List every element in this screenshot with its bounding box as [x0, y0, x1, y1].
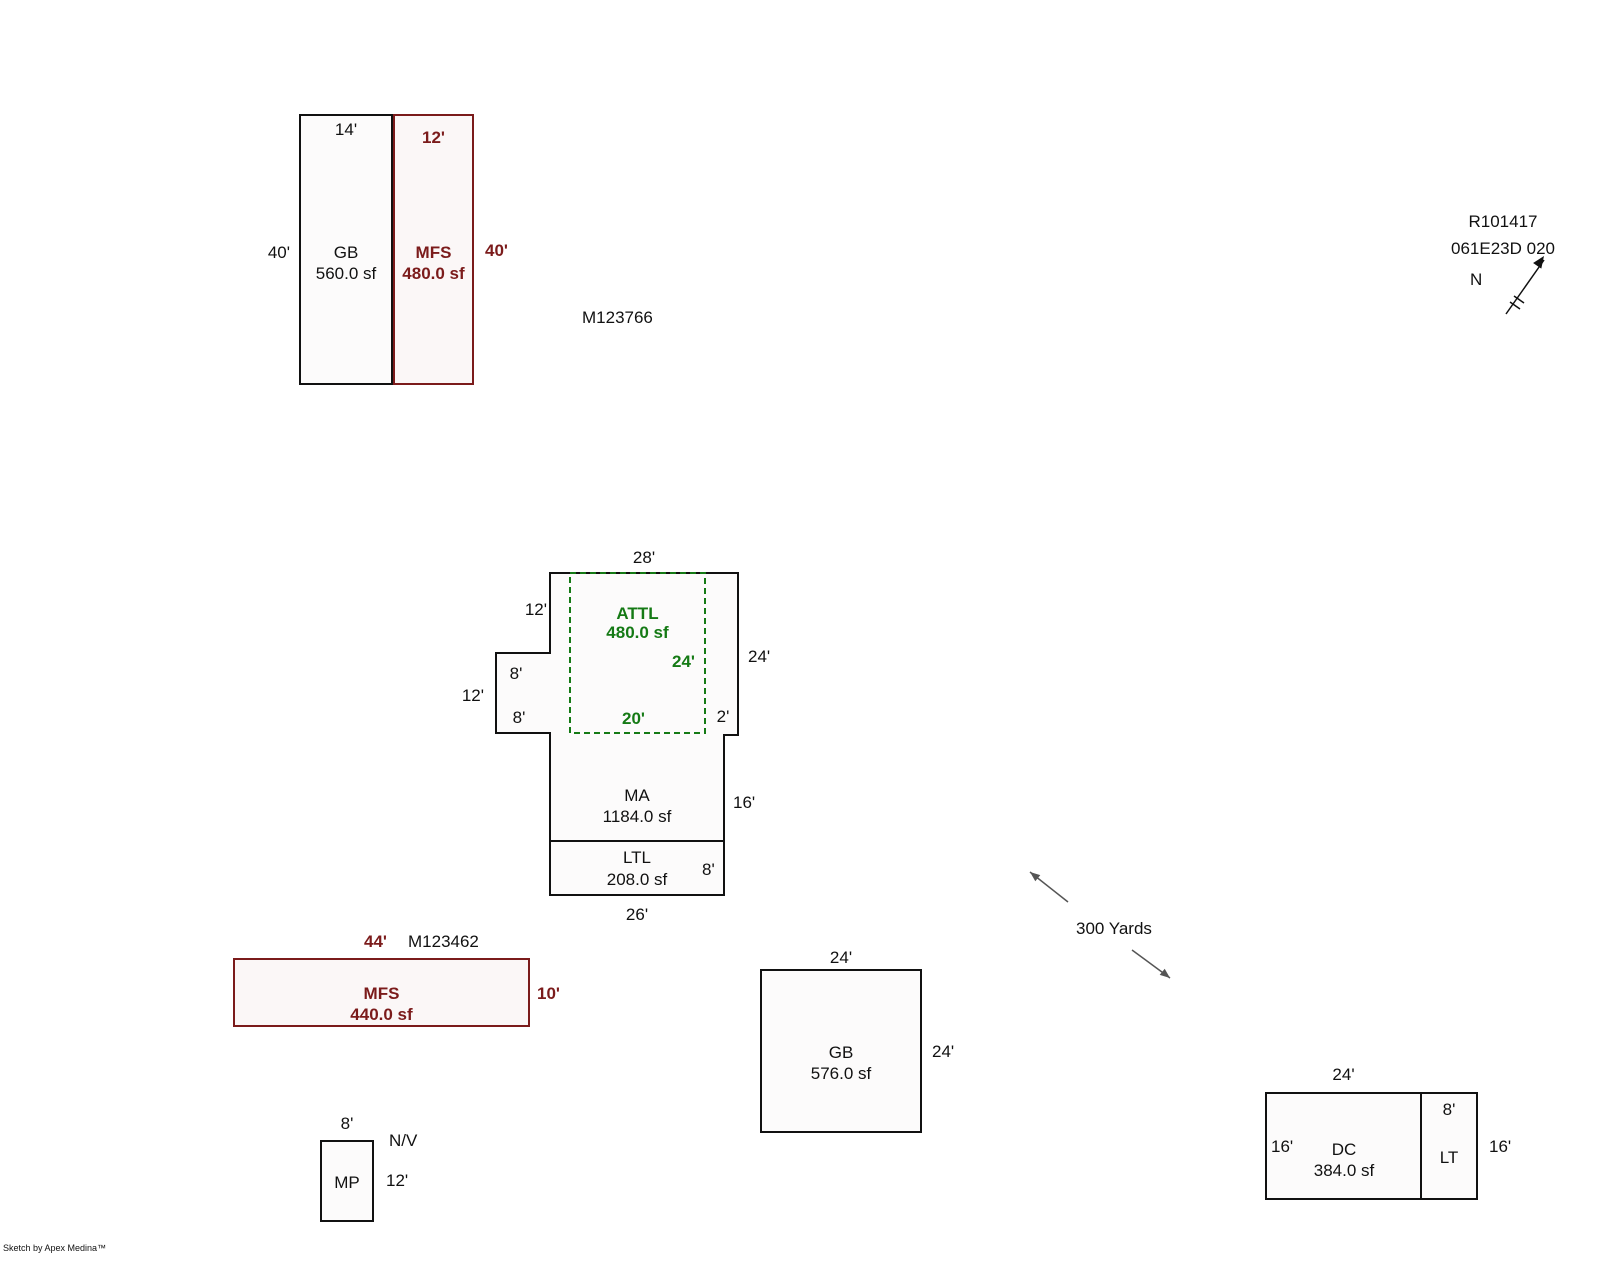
gb1-label-block: GB 560.0 sf: [299, 242, 393, 284]
gb1-dim-top: 14': [334, 120, 358, 139]
dc-outline: [1265, 1092, 1422, 1200]
lt-outline: [1420, 1092, 1478, 1200]
nv-label: N/V: [389, 1131, 418, 1150]
mp-dim-right: 12': [386, 1171, 409, 1190]
gb1-area: 560.0 sf: [315, 264, 377, 283]
ltl-dim-bottom: 26': [625, 905, 649, 924]
ma-outline: [495, 572, 739, 896]
mfs2-dim-right: 10': [537, 984, 560, 1003]
dc-dim-left: 16': [1271, 1137, 1294, 1156]
map-code: 061E23D 020: [1451, 239, 1555, 258]
gb2-outline: [760, 969, 922, 1133]
ma-label-block: MA 1184.0 sf: [550, 785, 724, 827]
mp-dim-top: 8': [340, 1114, 354, 1133]
mfs2-outline: [233, 958, 530, 1027]
gb2-label: GB: [828, 1043, 854, 1062]
attl-area: 480.0 sf: [606, 623, 669, 642]
dc-dim-top: 24': [1332, 1065, 1355, 1084]
yards-arrow-icon: [1029, 871, 1171, 979]
mp-outline: [320, 1140, 374, 1222]
attl-dim-right: 24': [672, 652, 695, 671]
lt-dim-top: 8': [1442, 1100, 1456, 1119]
mp-label-block: MP: [320, 1172, 374, 1193]
attl-label-block: ATTL 480.0 sf: [570, 604, 705, 642]
ltl-label: LTL: [622, 848, 652, 867]
ma-dim-left-upper: 12': [524, 600, 547, 619]
mfs2-label-block: MFS 440.0 sf: [233, 983, 530, 1025]
mfs2-label: MFS: [363, 984, 400, 1003]
gb1-label: GB: [333, 243, 359, 262]
ma-dim-top: 28': [632, 548, 656, 567]
lt-label-block: LT: [1420, 1147, 1478, 1168]
mfs1-dim-right: 40': [485, 241, 508, 260]
ma-dim-right-upper: 24': [748, 647, 771, 666]
attl-label: ATTL: [616, 604, 659, 623]
mfs1-area: 480.0 sf: [402, 264, 465, 283]
dc-label-block: DC 384.0 sf: [1289, 1139, 1399, 1181]
parcel-id: R101417: [1468, 212, 1538, 231]
ma-dim-notch-left: 12': [461, 686, 484, 705]
ma-dim-right-lower: 16': [733, 793, 756, 812]
ma-dim-notch-bottom: 8': [512, 708, 526, 727]
gb2-label-block: GB 576.0 sf: [760, 1042, 922, 1084]
gb2-dim-right: 24': [932, 1042, 955, 1061]
yards-label: 300 Yards: [1076, 919, 1152, 938]
watermark: Sketch by Apex Medina™: [3, 1243, 107, 1253]
gb2-area: 576.0 sf: [810, 1064, 872, 1083]
mfs1-dim-top: 12': [422, 128, 445, 147]
attl-dashed-outline: [569, 572, 706, 734]
north-arrow-icon: [1505, 256, 1545, 315]
ltl-outline: [549, 840, 725, 896]
dc-area: 384.0 sf: [1313, 1161, 1375, 1180]
gb1-dim-left: 40': [267, 243, 290, 262]
ltl-dim-right: 8': [702, 860, 715, 879]
ma-dim-step: 2': [716, 707, 730, 726]
lt-label: LT: [1439, 1148, 1459, 1167]
mfs1-outline: [393, 114, 474, 385]
mfs1-label: MFS: [415, 243, 452, 262]
ma-dim-notch-top: 8': [509, 664, 523, 683]
dc-label: DC: [1331, 1140, 1357, 1159]
ltl-label-block: LTL 208.0 sf: [550, 847, 724, 891]
gb1-outline: [299, 114, 393, 385]
north-label: N: [1470, 270, 1483, 289]
gb2-dim-top: 24': [829, 948, 853, 967]
mfs1-label-block: MFS 480.0 sf: [393, 242, 474, 284]
parcel-block: R101417 061E23D 020: [1420, 208, 1586, 262]
lt-dim-right: 16': [1489, 1137, 1512, 1156]
attl-dim-bottom: 20': [622, 709, 645, 728]
mp-label: MP: [334, 1173, 360, 1192]
marker-m123766: M123766: [582, 308, 653, 327]
marker-m123462: M123462: [408, 932, 479, 951]
ma-label: MA: [624, 786, 650, 805]
ltl-area: 208.0 sf: [606, 870, 668, 889]
ma-area: 1184.0 sf: [602, 807, 672, 826]
mfs2-dim-top: 44': [364, 932, 387, 951]
mfs2-area: 440.0 sf: [350, 1005, 413, 1024]
